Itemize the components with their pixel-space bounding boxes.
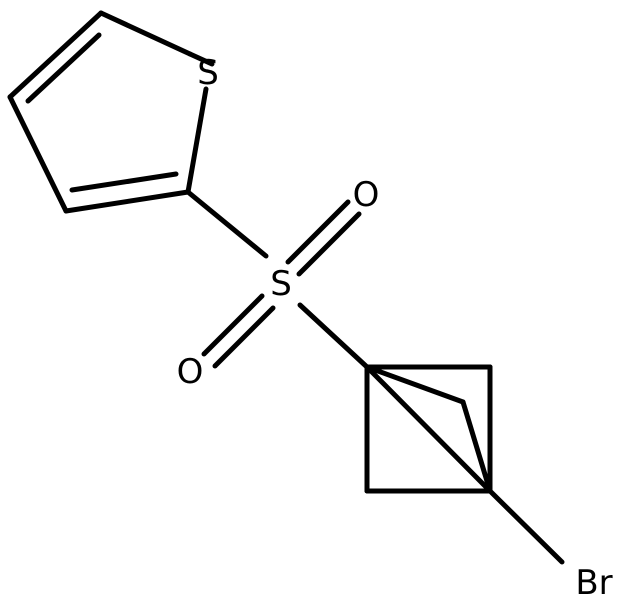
bond-bridgehead-br	[487, 488, 565, 565]
bond-c5-s1	[187, 51, 215, 67]
bond-sulfonyl-o-bottom-a	[201, 293, 265, 357]
bond-sulfonyl-o-top-b	[296, 211, 362, 277]
bond-c2-c1-inner	[69, 171, 179, 193]
bond-c2-c1	[63, 189, 191, 214]
bond-s1-c2	[185, 86, 209, 195]
bond-bcp-bridge-a	[364, 364, 466, 405]
bond-c4-c5	[98, 10, 193, 57]
bond-bcp-bridge-b	[460, 399, 493, 494]
bond-c1-c3	[7, 94, 69, 214]
atom-thiophene-s: S	[197, 53, 219, 93]
atom-oxygen-top: O	[353, 175, 380, 215]
bond-c3-c4-inner	[25, 32, 102, 104]
bond-bcp-diagonal	[364, 364, 493, 494]
atom-bromine: Br	[575, 563, 612, 603]
bond-c3-c4	[7, 10, 104, 100]
bond-sulfonyl-o-bottom-b	[212, 305, 276, 369]
bond-c2-sulfonyl	[185, 189, 269, 259]
bond-sulfonyl-bridgehead	[297, 302, 370, 370]
atom-oxygen-bottom: O	[177, 352, 204, 392]
atom-sulfonyl-s: S	[270, 264, 292, 304]
bond-sulfonyl-o-top-a	[285, 199, 351, 265]
